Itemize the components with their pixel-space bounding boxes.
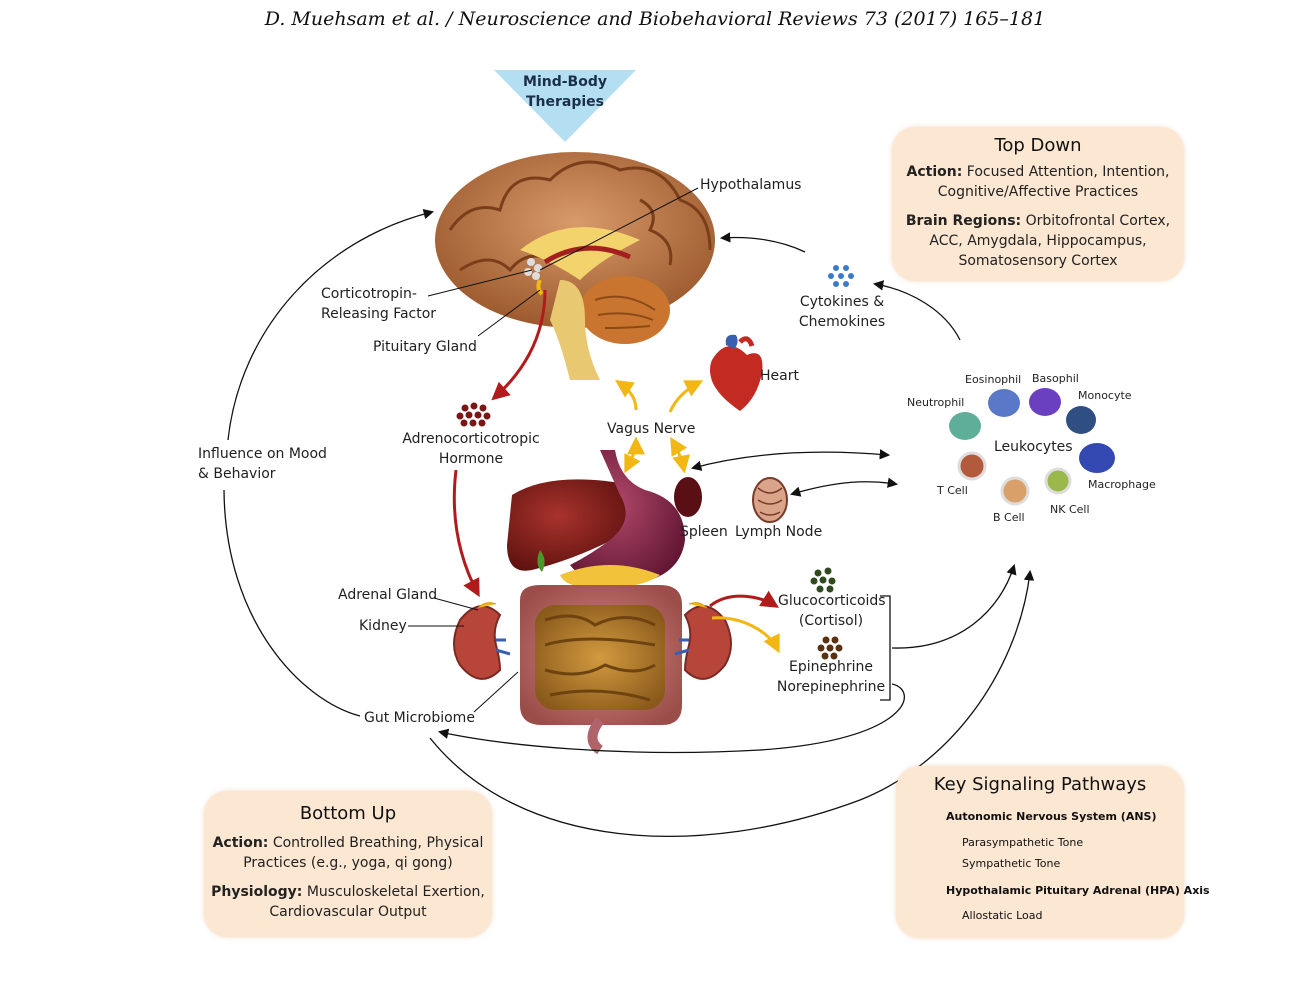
lymph-node-illustration [752,477,788,523]
brain-illustration [435,152,715,380]
left-kidney [453,602,511,680]
hpa-arrows [452,289,780,608]
label-gut: Gut Microbiome [364,710,475,726]
acth-dots [456,402,491,427]
bottom-up-box: Bottom Up Action: Controlled Breathing, … [204,791,492,937]
label-glucocorticoids: Glucocorticoids (Cortisol) [778,593,886,629]
label-mood: Influence on Mood & Behavior [198,446,327,482]
macrophage-cell [1079,443,1115,473]
label-cytokines: Cytokines & Chemokines [798,294,886,330]
leukocyte-cells [949,388,1115,506]
nk-cell [1044,467,1072,495]
legend-allo: Allostatic Load [962,909,1043,922]
intestines-illustration [520,585,682,755]
cytokine-dots [828,265,854,287]
label-tcell: T Cell [937,484,968,497]
label-monocyte: Monocyte [1078,389,1132,402]
label-eosinophil: Eosinophil [965,373,1022,386]
bottom-up-title: Bottom Up [299,803,397,824]
label-nkcell: NK Cell [1050,503,1090,516]
label-crf: Corticotropin- Releasing Factor [321,286,437,322]
monocyte-cell [1066,406,1096,434]
legend-hpa: Hypothalamic Pituitary Adrenal (HPA) Axi… [946,884,1210,897]
label-acth: Adrenocorticotropic Hormone [402,431,540,467]
legend-ans: Autonomic Nervous System (ANS) [946,810,1157,823]
black-pathway-arrows [223,208,1035,838]
key-title: Key Signaling Pathways [933,774,1147,795]
label-kidney: Kidney [359,618,407,634]
label-spleen: Spleen [680,524,728,540]
heart-illustration [710,334,763,411]
label-hypothalamus: Hypothalamus [700,177,802,193]
journal-header: D. Muehsam et al. / Neuroscience and Bio… [264,8,1046,30]
label-bcell: B Cell [993,511,1025,524]
neutrophil-cell [949,412,981,440]
ans-arrows [615,380,780,654]
label-leukocytes: Leukocytes [994,439,1073,455]
glucocorticoid-dots [810,567,836,593]
legend-para: Parasympathetic Tone [962,836,1084,849]
key-signaling-box: Key Signaling Pathways [896,766,1184,938]
top-down-box: Top Down Action: Focused Attention, Inte… [892,127,1184,281]
b-cell [1000,476,1030,506]
label-pituitary: Pituitary Gland [373,339,477,355]
top-down-title: Top Down [994,135,1082,156]
label-pointers [408,187,699,713]
right-kidney [674,602,732,680]
label-neutrophil: Neutrophil [907,396,965,409]
t-cell [957,451,987,481]
label-vagus: Vagus Nerve [607,421,696,437]
label-epinephrine: Epinephrine Norepinephrine [776,659,886,695]
mind-body-triangle [494,70,636,142]
label-adrenal: Adrenal Gland [338,587,438,603]
label-heart: Heart [760,368,799,384]
mind-body-label: Mind-Body Therapies [523,74,607,110]
label-basophil: Basophil [1032,372,1079,385]
eosinophil-cell [988,389,1020,417]
abdominal-organs [507,450,702,588]
basophil-cell [1029,388,1061,416]
label-lymph-node: Lymph Node [735,524,823,540]
label-macrophage: Macrophage [1088,478,1156,491]
legend-symp: Sympathetic Tone [962,857,1061,870]
epinephrine-dots [817,636,843,660]
